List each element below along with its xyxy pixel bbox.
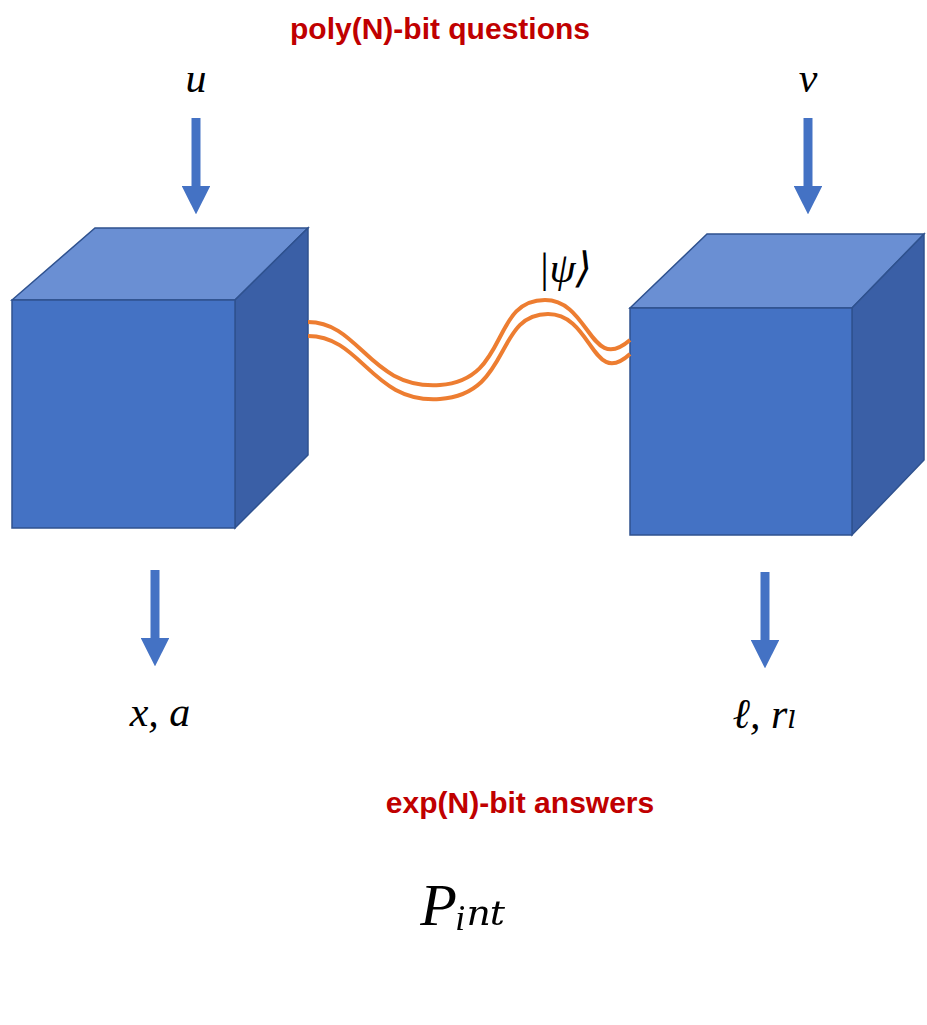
entanglement-wave: [308, 314, 630, 399]
caption: Pᵢₙₜ: [420, 872, 505, 938]
device-cube: [12, 228, 308, 528]
input-symbol: v: [799, 55, 818, 101]
output-symbol: x, a: [130, 689, 191, 735]
device-cube: [630, 234, 924, 535]
output-symbol: ℓ, rₗ: [732, 691, 797, 737]
output-arrow: [761, 572, 770, 654]
input-arrow: [804, 118, 813, 200]
state-symbol: |ψ⟩: [538, 245, 592, 291]
input-arrow: [192, 118, 201, 200]
input-symbol: u: [186, 55, 207, 101]
heading-note: poly(N)-bit questions: [290, 12, 590, 45]
entanglement-wave: [308, 300, 630, 385]
output-arrow: [151, 570, 160, 652]
heading-note: exp(N)-bit answers: [386, 786, 654, 819]
